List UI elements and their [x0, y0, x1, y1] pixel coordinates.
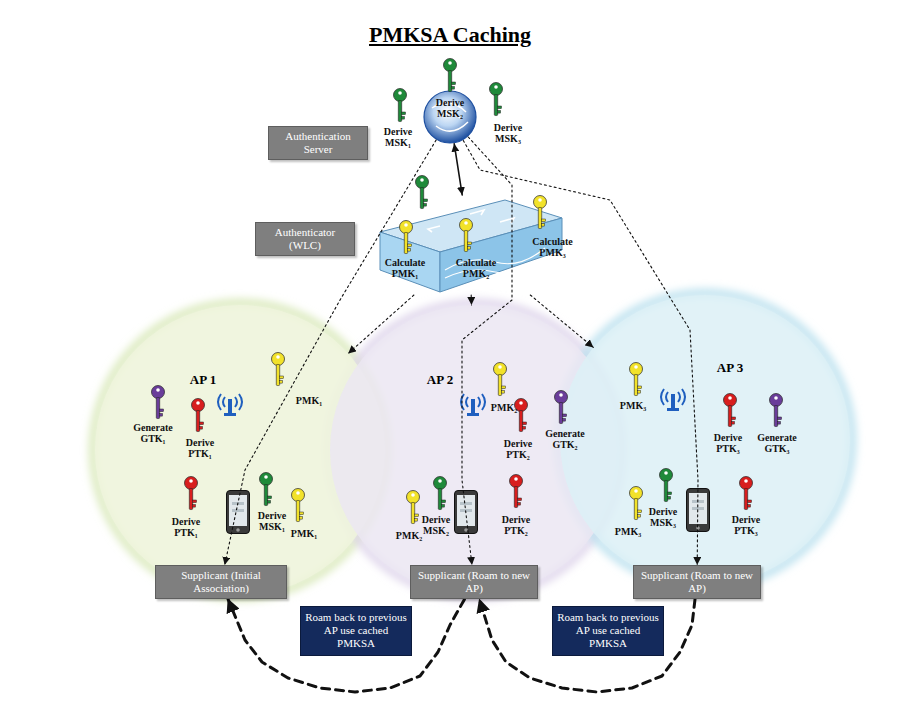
node-text: Supplicant (Initial Association)	[160, 569, 282, 595]
phone-icon	[227, 491, 250, 534]
pmk-key	[494, 363, 507, 396]
switch-waves	[445, 248, 545, 278]
key-flow-arrow	[225, 140, 436, 565]
role-label: Authentication Server	[268, 126, 368, 160]
key-flow-arrow	[348, 295, 414, 354]
key-label: Generate GTK₁	[126, 422, 180, 444]
ptk-key	[192, 399, 205, 432]
supplicant-label: Supplicant (Initial Association)	[155, 565, 287, 599]
key-label: Derive PTK₁	[180, 437, 220, 459]
ap-coverage: AP 3	[560, 295, 850, 585]
pmk-key	[630, 363, 643, 396]
key-label: Derive MSK₂	[416, 514, 456, 536]
pmk-key	[400, 221, 413, 254]
pmk-key	[630, 487, 643, 520]
roam-note: Roam back to previous AP use cached PMKS…	[552, 606, 664, 656]
node-text: Authentication Server	[273, 130, 363, 156]
key-label: Derive MSK₁	[252, 510, 292, 532]
key-label: Calculate PMK₃	[525, 236, 580, 258]
diagram-title: PMKSA Caching	[0, 22, 900, 48]
node-text: Supplicant (Roam to new AP)	[415, 569, 533, 595]
ap-coverage: AP 2	[330, 305, 620, 595]
node-text: AP 2	[422, 373, 458, 387]
server-globe	[424, 91, 476, 143]
key-label: PMK₃	[612, 526, 644, 537]
node-text: Calculate PMK₁	[378, 257, 432, 279]
ap-icon	[661, 389, 685, 411]
ptk-key	[740, 477, 753, 510]
ap-icon	[461, 394, 485, 416]
gtk-key	[152, 386, 165, 419]
server-node: Derive MSK₂	[423, 90, 477, 144]
msk-key	[260, 473, 273, 506]
key-flow-arrow	[462, 137, 512, 565]
role-label: Authenticator (WLC)	[255, 222, 355, 256]
key-label: Derive PTK₁	[166, 516, 206, 538]
pmk-key	[407, 491, 420, 524]
msk-key	[444, 59, 457, 92]
gtk-key	[770, 394, 783, 427]
key-label: Derive PTK₂	[496, 514, 536, 536]
ptk-key	[185, 477, 198, 510]
node-text: Supplicant (Roam to new AP)	[638, 569, 756, 595]
key-label: Derive PTK₃	[726, 514, 766, 536]
supplicant-label: Supplicant (Roam to new AP)	[410, 565, 538, 599]
ap-icon	[218, 394, 242, 416]
key-flow-arrow	[471, 295, 472, 305]
key-flow-arrow	[463, 141, 698, 566]
msk-key	[660, 469, 673, 502]
key-label: PMK₂	[393, 530, 425, 541]
node-text: Roam back to previous AP use cached PMKS…	[557, 611, 659, 651]
key-label: PMK₂	[488, 402, 520, 413]
msk-key	[490, 83, 503, 116]
pmk-key	[534, 196, 547, 229]
msk-key	[394, 89, 407, 122]
supplicant-label: Supplicant (Roam to new AP)	[633, 565, 761, 599]
node-text: Calculate PMK₂	[448, 257, 504, 279]
node-text: AP 1	[183, 373, 223, 387]
key-label: PMK₁	[288, 528, 320, 539]
node-text: Authenticator (WLC)	[260, 226, 350, 252]
pmk-key	[292, 489, 305, 522]
key-label: Generate GTK₂	[538, 428, 592, 450]
key-flow-arrow	[454, 144, 462, 195]
msk-key	[434, 477, 447, 510]
ptk-key	[510, 475, 523, 508]
key-label: PMK₁	[293, 395, 325, 406]
ap-coverage: AP 1	[95, 305, 385, 595]
pmk-key	[460, 219, 473, 252]
coverage-area	[560, 295, 850, 585]
key-label: Derive MSK₃	[488, 122, 528, 144]
key-label: Derive PTK₂	[498, 438, 538, 460]
pmk-key	[272, 353, 285, 386]
roam-arrow	[228, 599, 464, 692]
node-text: Roam back to previous AP use cached PMKS…	[305, 611, 407, 651]
node-text: AP 3	[710, 361, 750, 375]
roam-note: Roam back to previous AP use cached PMKS…	[300, 606, 412, 656]
coverage-glow	[558, 293, 852, 587]
key-label: Derive MSK₁	[378, 126, 418, 148]
roam-arrow	[479, 599, 695, 692]
ptk-key	[724, 394, 737, 427]
gtk-key	[555, 391, 568, 424]
msk-key	[416, 176, 429, 209]
key-label: PMK₃	[617, 400, 649, 411]
key-label: Derive PTK₃	[708, 432, 748, 454]
node-text: Derive MSK₂	[423, 97, 477, 119]
key-flow-arrow	[530, 295, 593, 347]
key-label: Generate GTK₃	[750, 432, 804, 454]
key-label: Derive MSK₃	[643, 506, 683, 528]
